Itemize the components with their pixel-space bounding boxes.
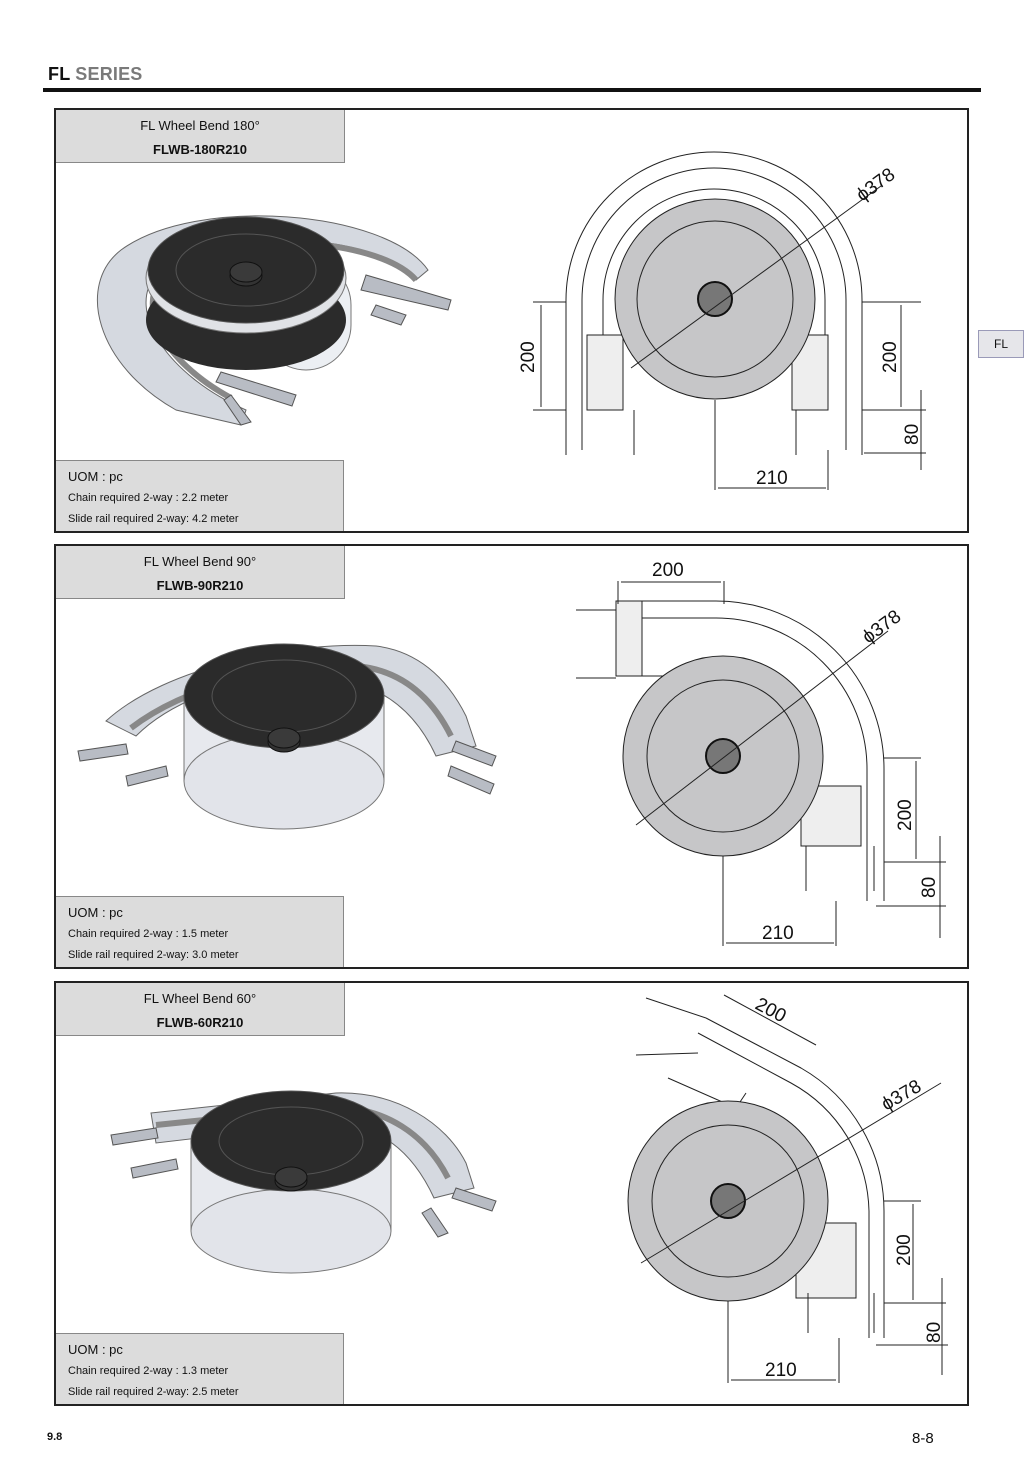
side-tab-fl[interactable]: FL xyxy=(978,330,1024,358)
dim-diameter: ϕ378 xyxy=(859,606,906,648)
dim-diameter: ϕ378 xyxy=(878,1076,925,1115)
dim-width-top: 200 xyxy=(652,560,684,581)
rail-required: Slide rail required 2-way: 2.5 meter xyxy=(68,1386,239,1398)
drawing-90 xyxy=(576,581,946,946)
product-code: FLWB-90R210 xyxy=(156,578,244,593)
product-code: FLWB-60R210 xyxy=(156,1015,244,1030)
page-number: 8-8 xyxy=(912,1430,934,1447)
dim-offset: 80 xyxy=(902,424,923,445)
product-name: FL Wheel Bend 180° xyxy=(140,118,260,133)
render-60 xyxy=(110,1090,497,1274)
uom-label: UOM : pc xyxy=(68,905,123,920)
render-90 xyxy=(77,643,497,830)
dim-radius: 210 xyxy=(765,1360,797,1381)
page-title: FL SERIES xyxy=(48,64,143,85)
title-box: FL Wheel Bend 180° FLWB-180R210 xyxy=(56,110,345,163)
product-panel-60: 200 ϕ378 200 80 210 FL Wheel Bend 60° FL… xyxy=(54,981,969,1406)
dim-width-angled: 200 xyxy=(752,994,790,1027)
product-illustration-60: 200 ϕ378 200 80 210 xyxy=(110,994,948,1383)
info-box: UOM : pc Chain required 2-way : 2.2 mete… xyxy=(56,460,344,531)
side-tab-label: FL xyxy=(993,337,1008,351)
product-name: FL Wheel Bend 60° xyxy=(143,991,257,1006)
header-rule xyxy=(43,88,981,92)
dim-width-right: 200 xyxy=(895,799,916,831)
dim-width-left: 200 xyxy=(518,341,539,373)
chain-required: Chain required 2-way : 2.2 meter xyxy=(68,492,229,504)
series-label: SERIES xyxy=(75,64,143,84)
uom-label: UOM : pc xyxy=(68,469,123,484)
dim-offset: 80 xyxy=(919,877,940,898)
product-illustration-90: 200 ϕ378 200 80 210 xyxy=(77,560,946,946)
dim-width-right: 200 xyxy=(880,341,901,373)
uom-label: UOM : pc xyxy=(68,1342,123,1357)
chain-required: Chain required 2-way : 1.3 meter xyxy=(68,1365,229,1377)
product-name: FL Wheel Bend 90° xyxy=(143,554,257,569)
product-panel-90: 200 ϕ378 200 80 210 FL Wheel Bend 90° FL… xyxy=(54,544,969,969)
drawing-60 xyxy=(627,994,948,1383)
info-box: UOM : pc Chain required 2-way : 1.3 mete… xyxy=(56,1333,344,1404)
info-box: UOM : pc Chain required 2-way : 1.5 mete… xyxy=(56,896,344,967)
product-illustration-180: ϕ378 200 200 80 210 xyxy=(97,151,926,490)
dim-radius: 210 xyxy=(762,923,794,944)
dim-radius: 210 xyxy=(756,468,788,489)
product-panel-180: ϕ378 200 200 80 210 FL Wheel Bend 180° F… xyxy=(54,108,969,533)
brand-label: FL xyxy=(48,64,71,84)
dim-offset: 80 xyxy=(924,1322,945,1343)
product-code: FLWB-180R210 xyxy=(153,142,247,157)
chain-required: Chain required 2-way : 1.5 meter xyxy=(68,928,229,940)
title-box: FL Wheel Bend 60° FLWB-60R210 xyxy=(56,983,345,1036)
drawing-180 xyxy=(533,151,926,490)
title-box: FL Wheel Bend 90° FLWB-90R210 xyxy=(56,546,345,599)
rail-required: Slide rail required 2-way: 3.0 meter xyxy=(68,949,239,961)
dim-diameter: ϕ378 xyxy=(853,164,900,206)
render-180 xyxy=(97,215,452,426)
footer-version: 9.8 xyxy=(47,1431,63,1443)
rail-required: Slide rail required 2-way: 4.2 meter xyxy=(68,513,239,525)
dim-width-right: 200 xyxy=(894,1234,915,1266)
